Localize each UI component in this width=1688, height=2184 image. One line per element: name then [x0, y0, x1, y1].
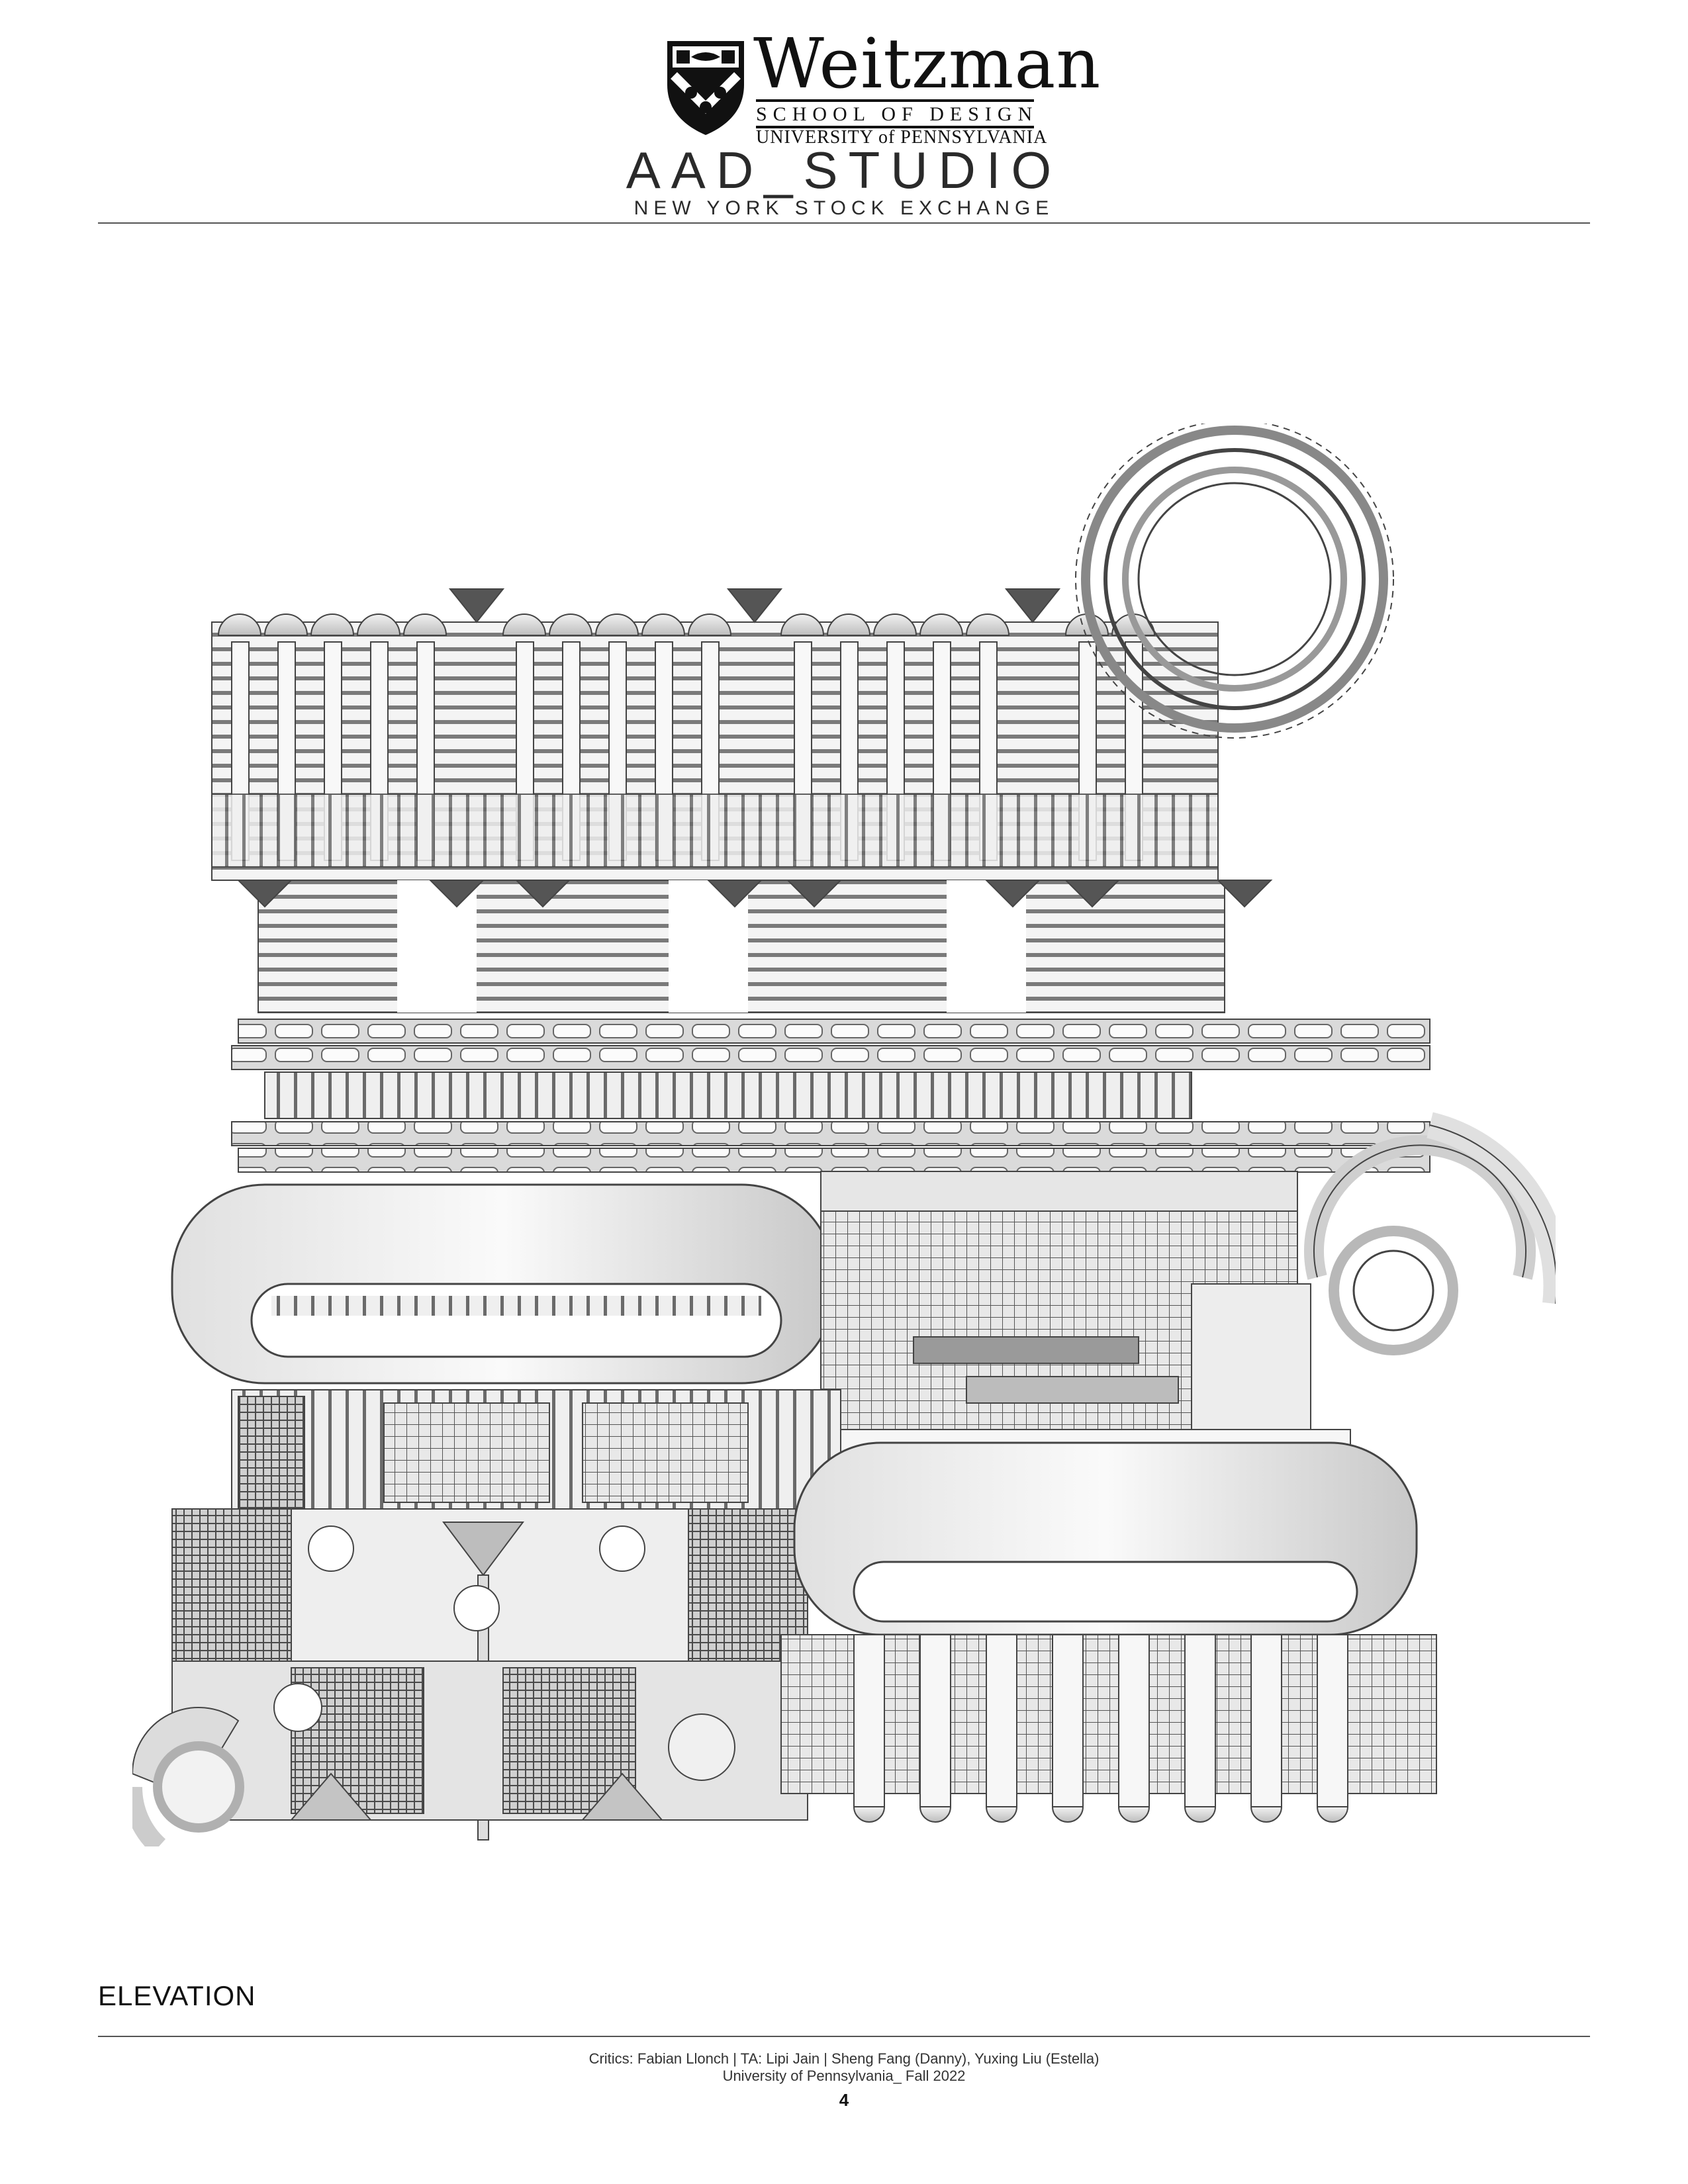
lower-right-bays	[780, 1634, 1437, 1823]
central-grid	[820, 1171, 1351, 1463]
project-title: NEW YORK STOCK EXCHANGE	[633, 197, 1055, 219]
page-number: 4	[839, 2090, 849, 2110]
logo-school-name: SCHOOL OF DESIGN	[756, 99, 1034, 128]
studio-title: AAD_STUDIO	[626, 141, 1062, 199]
drawing-caption: ELEVATION	[98, 1980, 256, 2011]
ring-structure	[1075, 424, 1394, 739]
elevation-drawing	[132, 424, 1556, 1846]
lower-left-structure	[132, 1389, 841, 1846]
credits-line-1: Critics: Fabian Llonch | TA: Lipi Jain |…	[588, 2050, 1100, 2067]
header-divider	[98, 222, 1590, 224]
credits: Critics: Fabian Llonch | TA: Lipi Jain |…	[0, 2050, 1688, 2085]
middle-funnel-band	[236, 880, 1273, 1013]
credits-line-2: University of Pennsylvania_ Fall 2022	[722, 2068, 966, 2084]
footer-divider	[98, 2036, 1590, 2037]
left-capsule	[171, 1183, 835, 1385]
upper-tower-band	[211, 588, 1219, 881]
conveyor-bands	[231, 1019, 1430, 1173]
logo-university-name: UNIVERSITY of PENNSYLVANIA	[756, 127, 1048, 148]
right-capsule	[793, 1441, 1418, 1636]
right-spiral	[1304, 1112, 1556, 1355]
page-header: Weitzman SCHOOL OF DESIGN UNIVERSITY of …	[0, 0, 1688, 225]
penn-shield-icon	[667, 41, 744, 135]
logo-wordmark: Weitzman	[753, 23, 1102, 104]
